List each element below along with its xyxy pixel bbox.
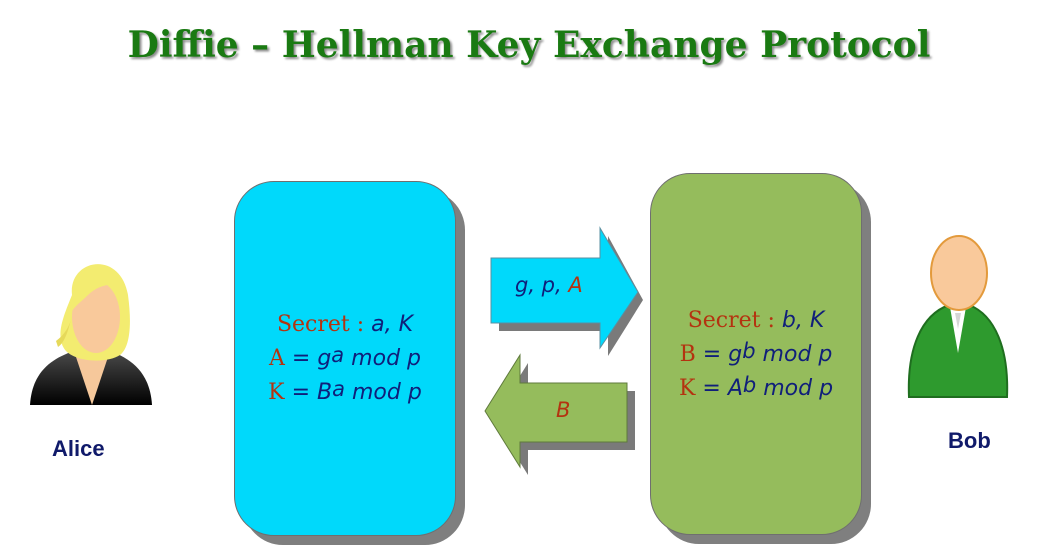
alice-line2-lhs: K	[268, 380, 284, 405]
bob-line1-base: g	[728, 342, 742, 367]
bob-line2-exp: b	[743, 373, 756, 397]
bob-line2-eq: =	[702, 376, 720, 401]
alice-shared-key-line: K = Ba mod p	[235, 376, 455, 410]
alice-line1-rest: mod p	[351, 346, 421, 371]
alice-secret-label: Secret :	[277, 312, 364, 337]
bob-name: Bob	[948, 428, 991, 454]
message-to-alice: B	[556, 398, 570, 422]
message-to-bob-params: g, p,	[515, 273, 562, 297]
bob-shared-key-line: K = Ab mod p	[651, 372, 861, 406]
alice-line1-lhs: A	[269, 346, 285, 371]
alice-avatar-icon	[28, 255, 156, 410]
alice-line1-exp: a	[331, 343, 344, 367]
bob-secret-line: Secret : b, K	[651, 304, 861, 338]
bob-line1-eq: =	[703, 342, 721, 367]
alice-line1-eq: =	[292, 346, 310, 371]
alice-secret-line: Secret : a, K	[235, 308, 455, 342]
bob-line2-base: A	[728, 376, 743, 401]
alice-secret-value: a, K	[371, 312, 413, 337]
bob-line2-lhs: K	[679, 376, 695, 401]
bob-avatar-icon	[903, 233, 1013, 403]
bob-line2-rest: mod p	[763, 376, 833, 401]
alice-line2-exp: a	[332, 377, 345, 401]
message-to-bob-key: A	[568, 273, 582, 297]
bob-secret-value: b, K	[782, 308, 824, 333]
alice-public-key-line: A = ga mod p	[235, 342, 455, 376]
bob-computation-box: Secret : b, K B = gb mod p K = Ab mod p	[650, 173, 862, 535]
alice-computation-box: Secret : a, K A = ga mod p K = Ba mod p	[234, 181, 456, 536]
bob-public-key-line: B = gb mod p	[651, 338, 861, 372]
alice-line1-base: g	[317, 346, 331, 371]
bob-secret-label: Secret :	[688, 308, 775, 333]
alice-line2-base: B	[317, 380, 332, 405]
alice-line2-rest: mod p	[352, 380, 422, 405]
bob-line1-rest: mod p	[763, 342, 833, 367]
message-to-bob: g, p, A	[515, 273, 583, 297]
bob-line1-exp: b	[742, 339, 755, 363]
bob-line1-lhs: B	[680, 342, 696, 367]
alice-line2-eq: =	[292, 380, 310, 405]
diagram-title: Diffie – Hellman Key Exchange Protocol	[0, 24, 1058, 66]
alice-name: Alice	[52, 436, 105, 462]
